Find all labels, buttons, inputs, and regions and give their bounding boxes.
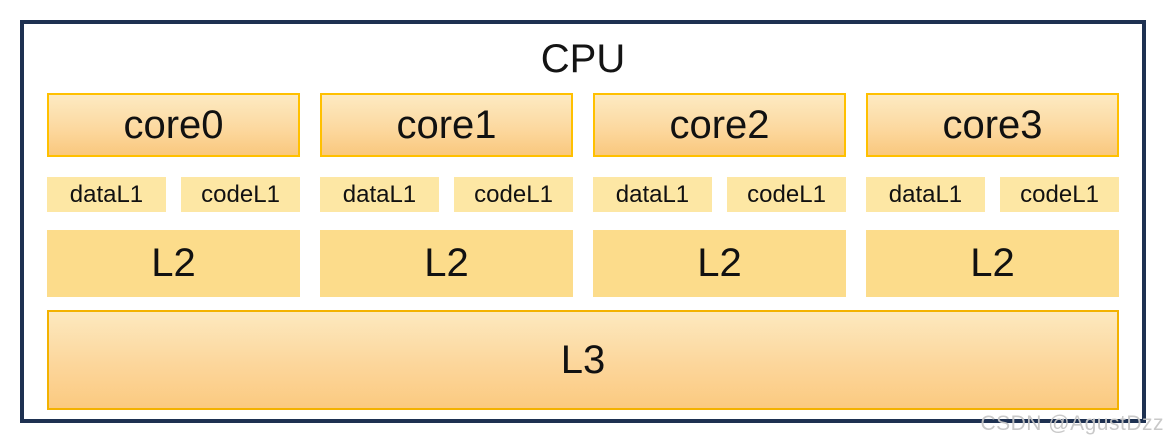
data-l1-box: dataL1: [866, 177, 985, 212]
core3-box: core3: [866, 93, 1119, 157]
l2-cache-box: L2: [47, 230, 300, 297]
core-column-3: core3 dataL1 codeL1 L2: [866, 93, 1119, 297]
l1-row-2: dataL1 codeL1: [593, 177, 846, 212]
watermark: CSDN @AgustDzz: [980, 412, 1164, 435]
core-column-1: core1 dataL1 codeL1 L2: [320, 93, 573, 297]
core0-box: core0: [47, 93, 300, 157]
core-column-2: core2 dataL1 codeL1 L2: [593, 93, 846, 297]
core-columns: core0 dataL1 codeL1 L2 core1 dataL1 code…: [24, 93, 1142, 297]
cpu-container: CPU core0 dataL1 codeL1 L2 core1 dataL1 …: [20, 20, 1146, 423]
l3-cache-box: L3: [47, 310, 1119, 410]
data-l1-box: dataL1: [593, 177, 712, 212]
code-l1-box: codeL1: [181, 177, 300, 212]
l2-cache-box: L2: [866, 230, 1119, 297]
l2-cache-box: L2: [320, 230, 573, 297]
core2-box: core2: [593, 93, 846, 157]
code-l1-box: codeL1: [1000, 177, 1119, 212]
code-l1-box: codeL1: [727, 177, 846, 212]
data-l1-box: dataL1: [47, 177, 166, 212]
core-column-0: core0 dataL1 codeL1 L2: [47, 93, 300, 297]
code-l1-box: codeL1: [454, 177, 573, 212]
l1-row-0: dataL1 codeL1: [47, 177, 300, 212]
cpu-title: CPU: [540, 36, 626, 81]
core1-box: core1: [320, 93, 573, 157]
data-l1-box: dataL1: [320, 177, 439, 212]
l2-cache-box: L2: [593, 230, 846, 297]
l1-row-1: dataL1 codeL1: [320, 177, 573, 212]
l1-row-3: dataL1 codeL1: [866, 177, 1119, 212]
